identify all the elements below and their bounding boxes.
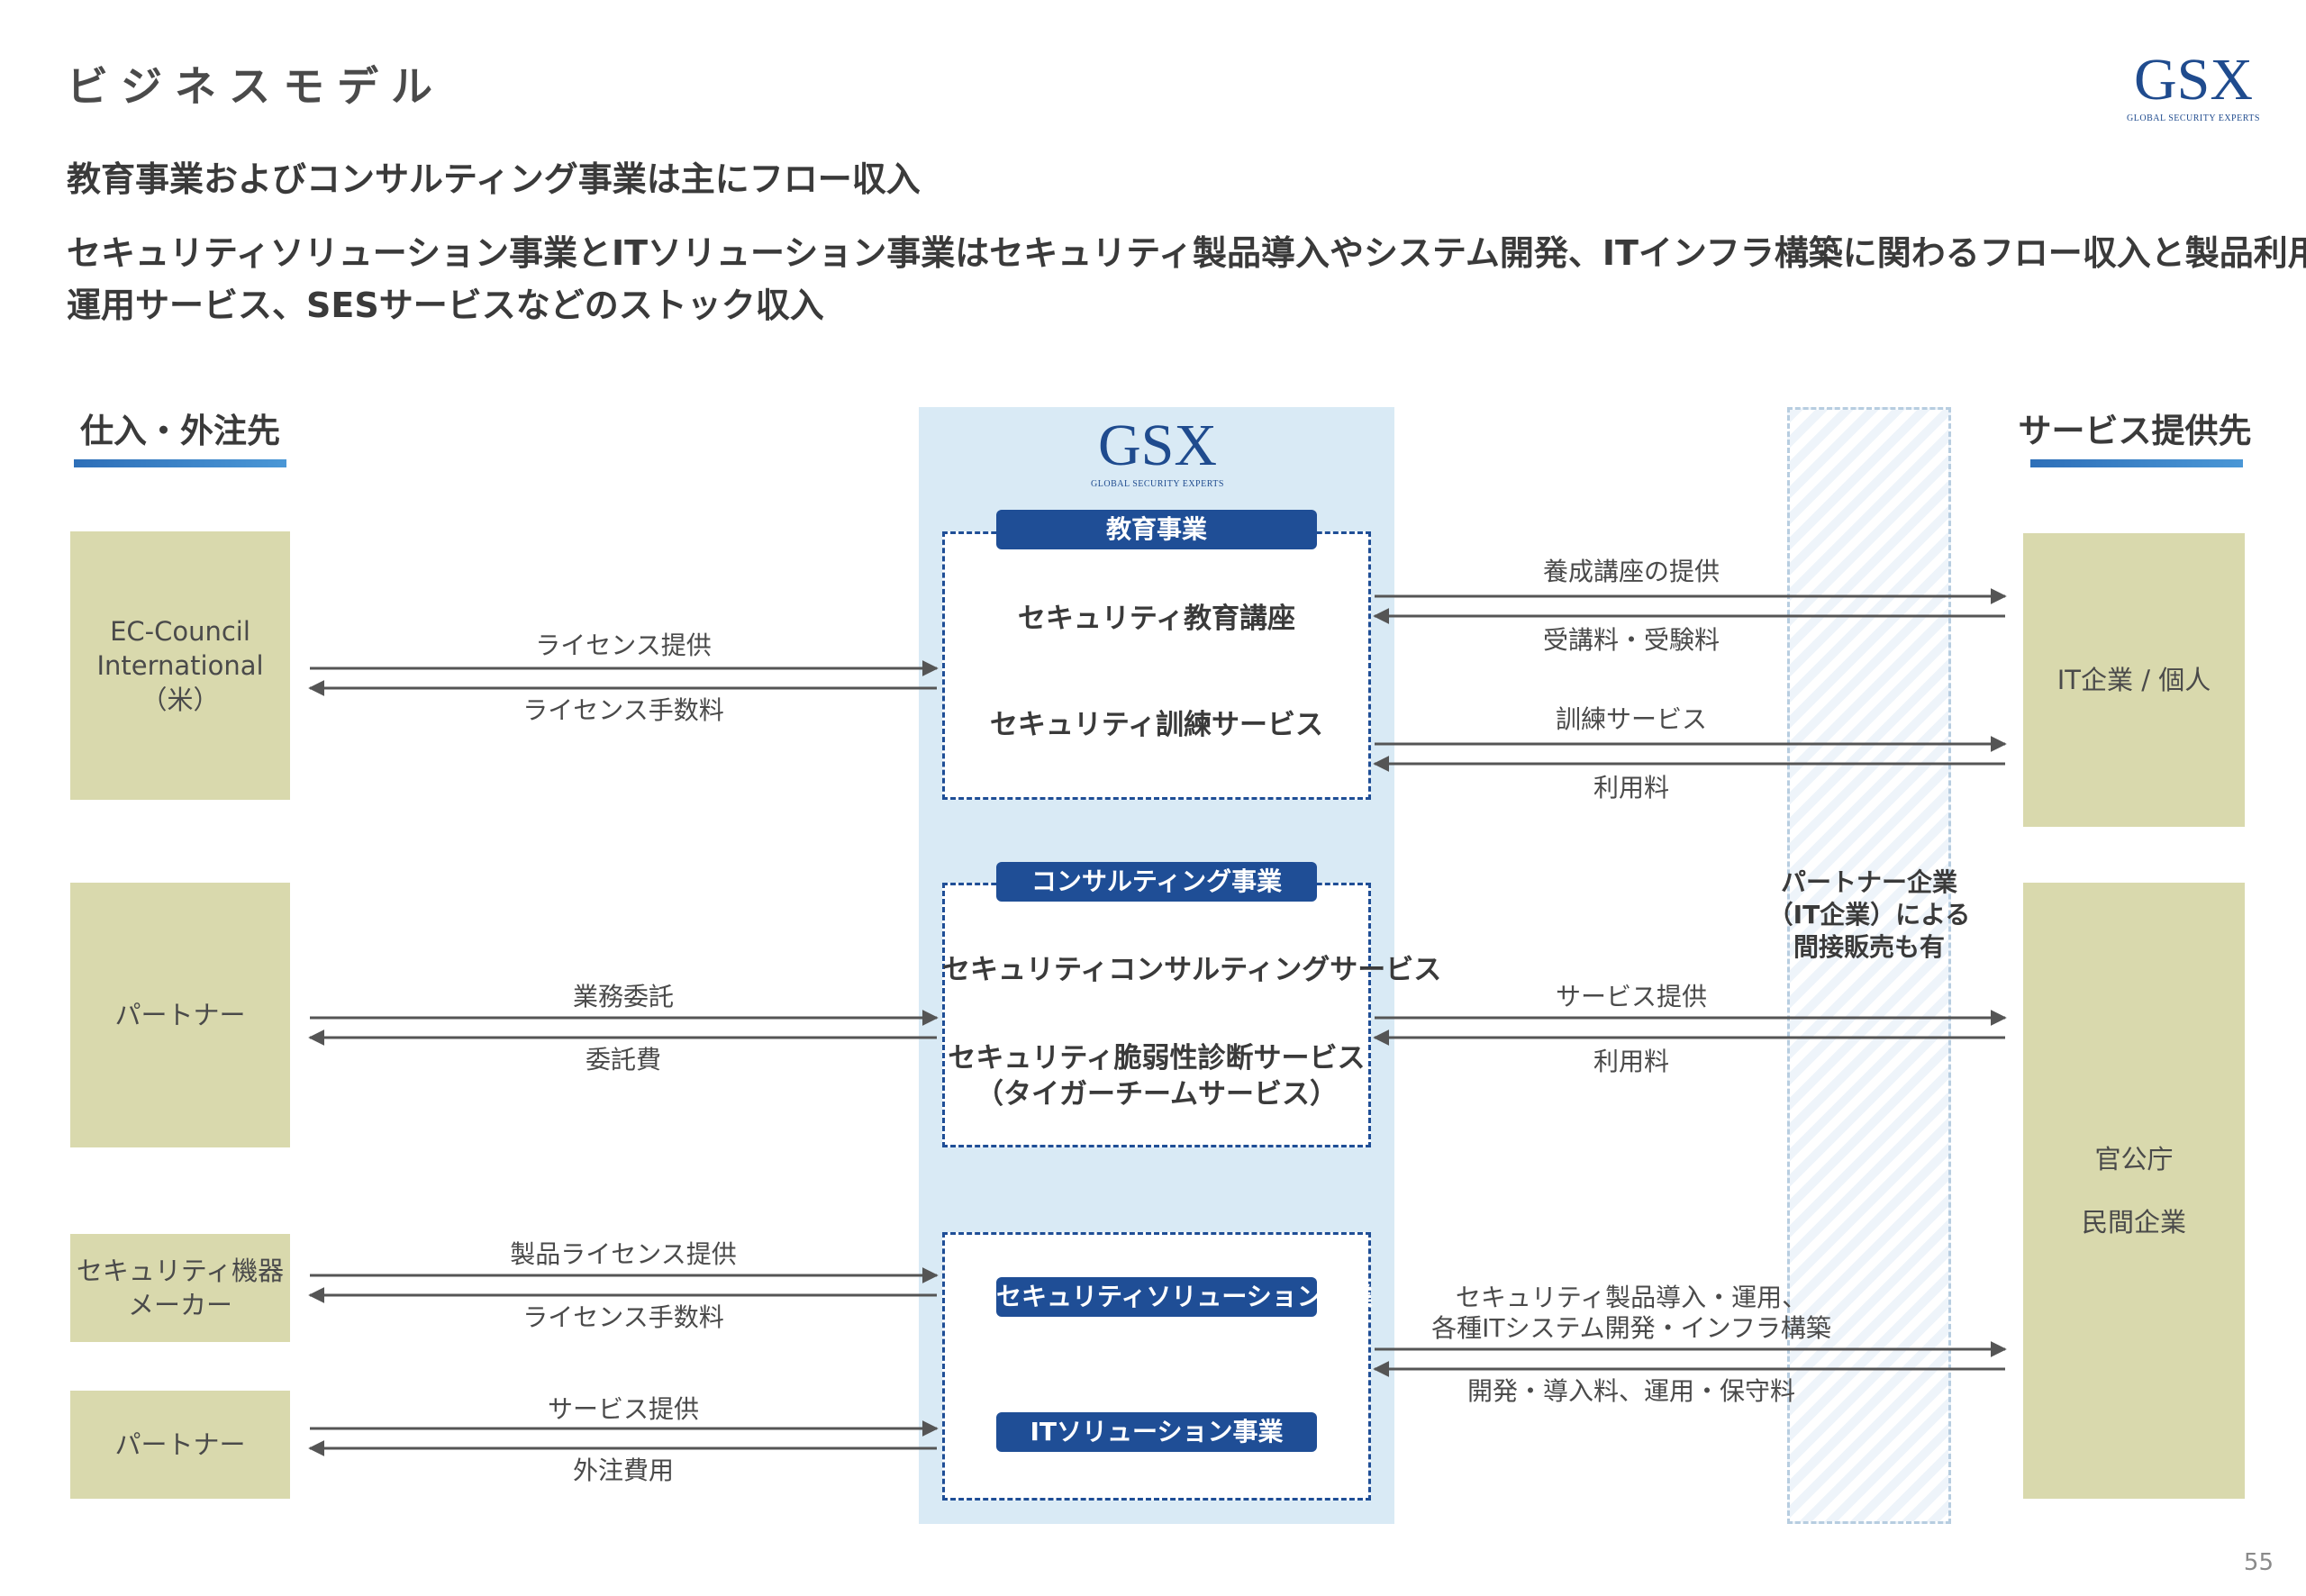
customer-line: 民間企業 — [2081, 1207, 2186, 1238]
supplier-line: セキュリティ機器 — [76, 1256, 285, 1286]
it-solution-badge: ITソリューション事業 — [996, 1412, 1317, 1452]
flow-label: 利用料 — [1593, 773, 1669, 803]
training-service: セキュリティ訓練サービス — [989, 709, 1324, 741]
partner-indirect-sales-note: パートナー企業 （IT企業）による 間接販売も有 — [1766, 866, 1973, 964]
page-number: 55 — [2243, 1549, 2274, 1576]
page-title: ビジネスモデル — [67, 62, 445, 111]
supplier-line: （米） — [141, 685, 220, 715]
supplier-line: パートナー — [114, 1000, 246, 1030]
suppliers-column-underline — [74, 459, 286, 467]
summary-line-2a: セキュリティソリューション事業とITソリューション事業はセキュリティ製品導入やシ… — [67, 233, 2306, 273]
center-logo-mark: GSX — [1097, 413, 1218, 478]
education-business-box — [942, 531, 1371, 800]
customers-column-label: サービス提供先 — [2018, 412, 2252, 450]
consulting-business-box — [942, 883, 1371, 1147]
customer-line: IT企業 / 個人 — [2056, 665, 2211, 695]
customer-government-private: 官公庁 民間企業 — [2023, 883, 2245, 1499]
gsx-logo: GSX GLOBAL SECURITY EXPERTS — [2126, 47, 2261, 124]
flow-label: サービス提供 — [1555, 982, 1707, 1011]
customers-column-underline — [2030, 459, 2243, 467]
flow-label: 受講料・受験料 — [1542, 625, 1720, 655]
flow-label: ライセンス手数料 — [522, 1302, 724, 1332]
education-service: セキュリティ教育講座 — [1017, 603, 1296, 635]
supplier-partner: パートナー — [70, 883, 290, 1147]
flow-label: セキュリティ製品導入・運用、 — [1455, 1283, 1808, 1312]
flow-label: 訓練サービス — [1555, 704, 1707, 734]
logo-tagline: GLOBAL SECURITY EXPERTS — [2127, 113, 2260, 123]
customer-line: 官公庁 — [2094, 1144, 2174, 1174]
flow-label: 開発・導入料、運用・保守料 — [1466, 1376, 1795, 1406]
customer-it-companies: IT企業 / 個人 — [2023, 533, 2245, 827]
flow-label: ライセンス提供 — [535, 630, 712, 660]
security-solution-badge: セキュリティソリューション事業 — [996, 1277, 1373, 1317]
flow-label: 製品ライセンス提供 — [510, 1239, 737, 1269]
gsx-center-logo: GSX GLOBAL SECURITY EXPERTS — [1054, 413, 1261, 490]
flow-label: 養成講座の提供 — [1542, 557, 1720, 586]
supplier-line: EC-Council — [110, 616, 250, 647]
supplier-security-vendor: セキュリティ機器 メーカー — [70, 1234, 290, 1342]
note-line: （IT企業）による — [1767, 900, 1971, 929]
consulting-service: セキュリティコンサルティングサービス — [942, 954, 1442, 986]
flow-label: サービス提供 — [547, 1394, 699, 1424]
consulting-badge: コンサルティング事業 — [996, 862, 1317, 902]
logo-mark: GSX — [2133, 47, 2254, 113]
supplier-line: メーカー — [127, 1290, 232, 1320]
education-badge: 教育事業 — [996, 510, 1317, 549]
note-line: 間接販売も有 — [1793, 932, 1945, 962]
supplier-line: International — [96, 650, 264, 681]
supplier-line: パートナー — [114, 1429, 246, 1460]
flow-label: ライセンス手数料 — [522, 695, 724, 725]
note-line: パートナー企業 — [1780, 867, 1957, 897]
suppliers-column-label: 仕入・外注先 — [80, 412, 280, 450]
supplier-outsourcing-partner: パートナー — [70, 1391, 290, 1499]
supplier-ec-council: EC-Council International （米） — [70, 531, 290, 800]
solutions-business-box — [942, 1232, 1371, 1501]
flow-label: 委託費 — [585, 1045, 661, 1075]
partner-sales-band — [1787, 407, 1951, 1524]
center-logo-tagline: GLOBAL SECURITY EXPERTS — [1091, 479, 1224, 489]
vulnerability-service: セキュリティ脆弱性診断サービス — [948, 1042, 1366, 1075]
flow-label: 外注費用 — [572, 1455, 674, 1485]
flow-label: 業務委託 — [572, 982, 674, 1011]
tiger-team-service: （タイガーチームサービス） — [975, 1078, 1339, 1111]
summary-line-1: 教育事業およびコンサルティング事業は主にフロー収入 — [67, 159, 921, 199]
flow-label: 利用料 — [1593, 1047, 1669, 1076]
summary-line-2b: 運用サービス、SESサービスなどのストック収入 — [67, 286, 824, 325]
flow-label: 各種ITシステム開発・インフラ構築 — [1431, 1313, 1831, 1343]
